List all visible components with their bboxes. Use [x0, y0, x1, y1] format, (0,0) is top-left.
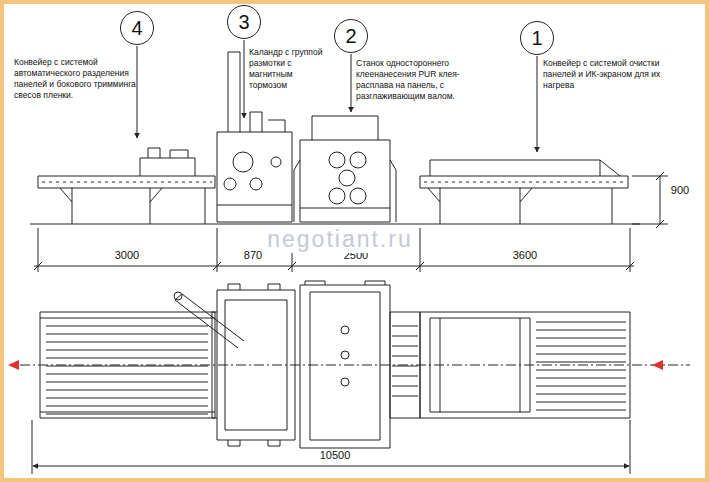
description-note: Станок одностороннего клеенанесения PUR …	[356, 58, 494, 102]
dimension-line	[632, 172, 668, 228]
callout-number: 2	[345, 26, 356, 46]
roller-lines	[536, 322, 626, 410]
conveyor-side	[38, 148, 215, 224]
dimension-tick	[34, 262, 634, 270]
roller	[350, 188, 366, 204]
transfer-conveyor-top	[390, 312, 420, 418]
roller	[329, 188, 345, 204]
callout-circle: 2	[334, 19, 368, 53]
roller-row	[42, 182, 212, 183]
conveyor-top	[40, 312, 215, 418]
watermark: negotiant.ru	[265, 225, 414, 253]
dimension-text: 10500	[318, 449, 353, 462]
roller	[224, 178, 236, 190]
roller	[341, 378, 349, 386]
roller	[350, 152, 366, 168]
roller	[250, 178, 262, 190]
dimension-text: 900	[669, 184, 691, 197]
dimension-line	[32, 420, 630, 474]
conveyor-side	[420, 160, 628, 224]
conveyor-top	[420, 312, 630, 418]
gluing-machine-top	[300, 281, 390, 448]
leader-line	[244, 40, 245, 118]
roller	[271, 157, 281, 167]
roller-lines	[46, 326, 208, 414]
dimension-text: 870	[242, 249, 264, 262]
description-note: Конвейер с системой очистки панелей и ИК…	[543, 58, 681, 91]
description-note: Конвейер с системой автоматического разд…	[14, 57, 136, 101]
roller	[341, 351, 349, 359]
roller	[339, 170, 355, 186]
description-note: Каландр с группой размотки с магнитным т…	[249, 47, 331, 91]
callout-number: 4	[131, 18, 142, 38]
leader-line	[537, 56, 538, 152]
leader-line	[137, 46, 138, 138]
roller-row	[424, 182, 624, 183]
center-line	[20, 365, 690, 366]
callout-circle: 3	[227, 5, 261, 39]
drawing-lines	[20, 40, 690, 474]
calender-top	[212, 284, 295, 446]
callout-number: 1	[531, 28, 542, 48]
unwind-arm	[175, 294, 244, 348]
callout-circle: 1	[520, 21, 554, 55]
dimension-line	[33, 466, 629, 467]
unwind-hub	[174, 292, 182, 300]
leader-line	[351, 54, 352, 112]
dimension-text: 3000	[113, 249, 141, 262]
gluing-machine-side	[294, 116, 396, 222]
flow-arrow	[8, 360, 663, 370]
callout-circle: 4	[120, 11, 154, 45]
callout-number: 3	[238, 12, 249, 32]
roller	[233, 152, 253, 172]
roller	[329, 152, 345, 168]
dimension-text: 3600	[511, 249, 539, 262]
roller	[341, 326, 349, 334]
